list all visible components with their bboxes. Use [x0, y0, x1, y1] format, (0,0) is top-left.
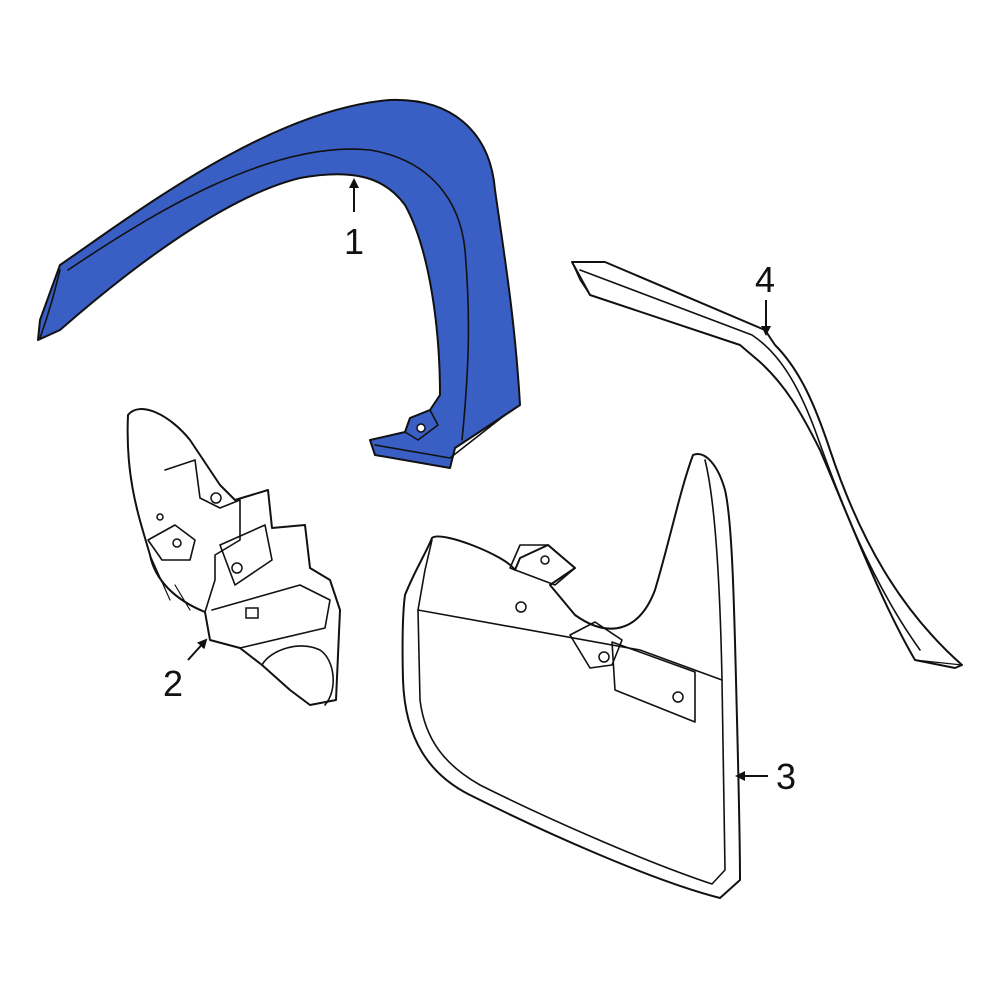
- shield-rib-1: [149, 554, 171, 601]
- moulding-tip: [571, 261, 591, 296]
- mudflap-top-bracket: [509, 544, 576, 586]
- mudflap-hole-left: [515, 601, 527, 613]
- shield-hole-4: [156, 513, 164, 521]
- callout-1-label: 1: [344, 221, 364, 262]
- callout-4-label: 4: [755, 259, 775, 300]
- flare-lower-edge: [39, 269, 61, 339]
- shield-hole-1: [231, 562, 243, 574]
- callout-2-label: 2: [163, 663, 183, 704]
- mudflap-right-hole: [598, 651, 610, 663]
- flare-inner-crease: [67, 148, 470, 441]
- part-4-moulding[interactable]: [571, 261, 963, 669]
- flare-bracket: [404, 409, 439, 441]
- mudflap-left-rib: [417, 539, 433, 611]
- mudflap-body: [401, 453, 741, 899]
- mudflap-bracket-hole: [540, 555, 550, 565]
- flare-bottom-fold: [374, 414, 506, 459]
- mudflap-plate-hole: [672, 691, 684, 703]
- mudflap-inner-border: [417, 609, 726, 885]
- callout-1: 1: [344, 178, 364, 262]
- callout-2-leader: [187, 638, 208, 661]
- shield-hole-2: [210, 492, 222, 504]
- shield-duct: [261, 645, 335, 706]
- callout-4: 4: [755, 259, 775, 336]
- part-3-mud-flap[interactable]: [401, 453, 741, 899]
- callout-2: 2: [163, 638, 208, 704]
- shield-lower-channel: [211, 584, 331, 649]
- callout-3-label: 3: [776, 756, 796, 797]
- part-1-wheel-flare[interactable]: [37, 98, 521, 469]
- shield-hole-3: [172, 538, 182, 548]
- shield-slot: [245, 607, 259, 619]
- mudflap-right-rib: [704, 459, 723, 681]
- shield-rib-2: [174, 584, 191, 611]
- moulding-end: [914, 659, 963, 666]
- shield-tab: [219, 524, 273, 586]
- mudflap-right-bracket: [569, 621, 623, 669]
- flare-body: [37, 98, 521, 469]
- flare-bracket-hole: [416, 423, 426, 433]
- part-2-splash-shield[interactable]: [126, 408, 341, 706]
- shield-bracket-mid: [147, 524, 196, 561]
- moulding-inner-edge: [579, 269, 921, 651]
- callout-3: 3: [735, 756, 796, 797]
- moulding-body: [571, 261, 963, 669]
- shield-bracket-top: [164, 459, 241, 613]
- mudflap-plate: [611, 641, 696, 723]
